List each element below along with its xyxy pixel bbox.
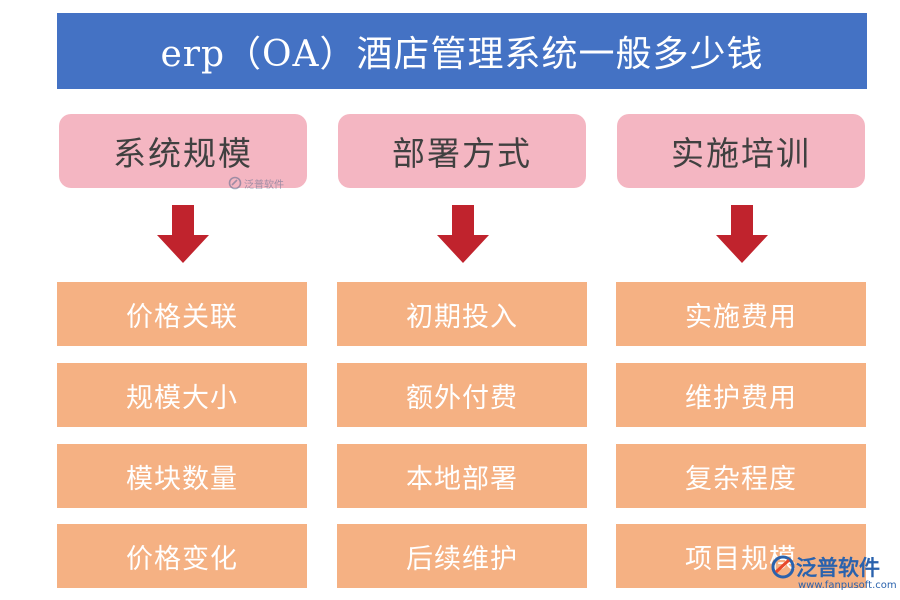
item-box: 实施费用	[616, 282, 866, 346]
item-box: 价格关联	[57, 282, 307, 346]
item-label: 初期投入	[406, 301, 518, 333]
item-box: 项目规模	[616, 524, 866, 588]
item-label: 实施费用	[685, 301, 797, 333]
watermark-small-text: 泛普软件	[244, 179, 284, 191]
item-label: 模块数量	[126, 463, 238, 495]
header-implementation: 实施培训	[617, 114, 865, 188]
header-system-scale: 系统规模	[59, 114, 307, 188]
item-label: 本地部署	[406, 463, 518, 495]
fanpu-logo-icon	[228, 176, 242, 190]
watermark-small: 泛普软件	[228, 172, 298, 194]
watermark-brand: 泛普软件 www.fanpusoft.com	[770, 548, 897, 596]
header-label: 实施培训	[671, 134, 811, 173]
item-label: 后续维护	[406, 543, 518, 575]
diagram-title: erp（OA）酒店管理系统一般多少钱	[160, 34, 764, 75]
item-box: 额外付费	[337, 363, 587, 427]
watermark-url: www.fanpusoft.com	[798, 580, 897, 591]
watermark-brand-name: 泛普软件	[796, 556, 880, 580]
item-box: 后续维护	[337, 524, 587, 588]
item-box: 初期投入	[337, 282, 587, 346]
item-label: 价格变化	[126, 543, 238, 575]
down-arrow-icon	[157, 205, 209, 263]
fanpu-logo-icon	[771, 555, 795, 579]
item-label: 额外付费	[406, 382, 518, 414]
item-label: 维护费用	[685, 382, 797, 414]
item-box: 价格变化	[57, 524, 307, 588]
item-label: 价格关联	[126, 301, 238, 333]
down-arrow-icon	[437, 205, 489, 263]
item-box: 复杂程度	[616, 444, 866, 508]
down-arrow-icon	[716, 205, 768, 263]
header-label: 系统规模	[113, 134, 253, 173]
title-banner: erp（OA）酒店管理系统一般多少钱	[57, 13, 867, 89]
item-box: 本地部署	[337, 444, 587, 508]
item-box: 模块数量	[57, 444, 307, 508]
header-label: 部署方式	[392, 134, 532, 173]
item-box: 维护费用	[616, 363, 866, 427]
item-label: 规模大小	[126, 382, 238, 414]
item-box: 规模大小	[57, 363, 307, 427]
item-label: 复杂程度	[685, 463, 797, 495]
header-deployment: 部署方式	[338, 114, 586, 188]
